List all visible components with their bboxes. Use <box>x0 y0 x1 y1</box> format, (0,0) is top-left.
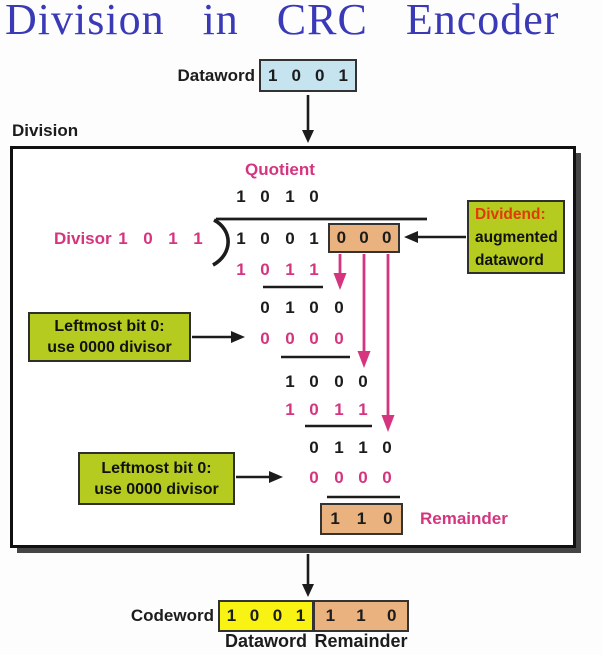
augmented-digit: 0 <box>336 228 347 247</box>
codeword-digit: 1 <box>295 606 306 625</box>
codeword-remainder-box: 1 1 0 <box>313 600 409 632</box>
quotient-digit: 1 <box>285 187 295 206</box>
work-digit: 0 <box>334 372 344 391</box>
leftmost-bit-callout-1: Leftmost bit 0: use 0000 divisor <box>28 312 191 362</box>
dataword-digit: 0 <box>291 65 301 85</box>
callout-line: Leftmost bit 0: <box>101 459 212 477</box>
dividend-digits: 1 0 0 1 <box>0 229 603 249</box>
codeword-digit: 1 <box>325 606 336 625</box>
xor-row: 1 0 1 1 <box>0 260 603 280</box>
work-digit: 1 <box>309 260 319 279</box>
augmented-digit: 0 <box>381 228 392 247</box>
work-digit: 0 <box>309 400 319 419</box>
work-digit: 1 <box>285 400 295 419</box>
dividend-callout-line: augmented <box>475 228 558 246</box>
work-digit: 1 <box>358 438 368 457</box>
codeword-dataword-box: 1 0 0 1 <box>218 600 314 632</box>
divisor-digit: 1 <box>118 229 128 248</box>
work-digit: 0 <box>260 329 270 348</box>
codeword-dataword-label: Dataword <box>224 631 307 651</box>
dividend-digit: 1 <box>236 229 246 248</box>
work-digit: 1 <box>236 260 246 279</box>
divisor-digit: 1 <box>193 229 203 248</box>
dividend-callout: Dividend: augmented dataword <box>467 200 565 274</box>
work-digit: 1 <box>334 400 344 419</box>
page-title: Division in CRC Encoder <box>5 0 560 44</box>
work-digit: 0 <box>309 438 319 457</box>
divisor-digit: 0 <box>143 229 153 248</box>
remainder-digit: 1 <box>330 509 340 528</box>
divisor-digits: 1 0 1 1 <box>0 229 603 249</box>
work-digit: 1 <box>285 260 295 279</box>
work-digit: 0 <box>260 298 270 317</box>
dataword-digit: 1 <box>338 65 348 85</box>
dataword-digit: 0 <box>315 65 325 85</box>
codeword-digit: 0 <box>386 606 397 625</box>
dividend-callout-title: Dividend: <box>475 205 546 223</box>
work-digit: 0 <box>382 438 392 457</box>
callout-line: use 0000 divisor <box>94 480 219 498</box>
dividend-callout-line: dataword <box>475 251 544 269</box>
quotient-label: Quotient <box>245 160 315 179</box>
codeword-digit: 1 <box>356 606 366 625</box>
work-digit: 0 <box>334 468 344 487</box>
work-digit: 0 <box>334 298 344 317</box>
remainder-digit: 0 <box>383 509 393 528</box>
result-row: 1 0 0 0 <box>0 372 603 392</box>
quotient-digits: 1 0 1 0 <box>0 187 603 207</box>
quotient-digit: 1 <box>236 187 246 206</box>
dataword-label: Dataword <box>177 66 255 85</box>
down-arrow-top <box>302 95 314 143</box>
xor-row: 1 0 1 1 <box>0 400 603 420</box>
work-digit: 1 <box>358 400 368 419</box>
callout-line: Leftmost bit 0: <box>54 318 165 335</box>
down-arrow-bottom <box>302 554 314 597</box>
dividend-digit: 1 <box>309 229 319 248</box>
work-digit: 1 <box>285 372 295 391</box>
work-digit: 0 <box>358 468 368 487</box>
work-digit: 1 <box>334 438 344 457</box>
divisor-label: Divisor <box>54 229 112 248</box>
remainder-label: Remainder <box>420 509 508 528</box>
callout-line: use 0000 divisor <box>47 339 172 356</box>
leftmost-bit-callout-2: Leftmost bit 0: use 0000 divisor <box>78 452 235 505</box>
work-digit: 0 <box>309 298 319 317</box>
divisor-digit: 1 <box>168 229 178 248</box>
codeword-digit: 1 <box>226 606 237 625</box>
codeword-label: Codeword <box>130 606 214 625</box>
quotient-digit: 0 <box>260 187 270 206</box>
codeword-remainder-label: Remainder <box>314 631 408 651</box>
work-digit: 0 <box>358 372 368 391</box>
dividend-digit: 0 <box>260 229 270 248</box>
work-digit: 0 <box>285 329 295 348</box>
dataword-box: 1 0 0 1 <box>259 59 357 92</box>
work-digit: 0 <box>334 329 344 348</box>
dataword-digit: 1 <box>268 65 278 85</box>
augmented-digit: 0 <box>359 228 369 247</box>
result-row: 0 1 0 0 <box>0 298 603 318</box>
work-digit: 0 <box>382 468 392 487</box>
result-row: 0 1 1 0 <box>0 438 603 458</box>
xor-row: 0 0 0 0 <box>0 468 603 488</box>
work-digit: 0 <box>309 468 319 487</box>
xor-row: 0 0 0 0 <box>0 329 603 349</box>
work-digit: 0 <box>309 329 319 348</box>
quotient-digit: 0 <box>309 187 319 206</box>
codeword-digit: 0 <box>249 606 260 625</box>
division-section-label: Division <box>12 121 79 140</box>
codeword-digit: 0 <box>272 606 283 625</box>
work-digit: 1 <box>285 298 295 317</box>
remainder-box: 1 1 0 <box>320 503 403 535</box>
augmented-zeros-box: 0 0 0 <box>328 223 400 253</box>
remainder-digit: 1 <box>356 509 367 528</box>
work-digit: 0 <box>309 372 319 391</box>
work-digit: 0 <box>260 260 270 279</box>
dividend-digit: 0 <box>285 229 295 248</box>
